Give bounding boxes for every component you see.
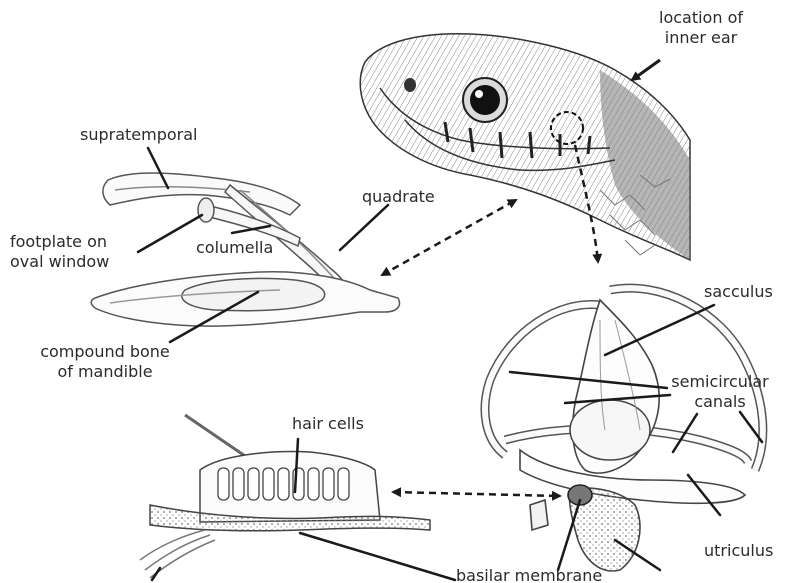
tectorial-dome (199, 450, 381, 523)
columella-label: columella (196, 238, 274, 257)
labial-scales (443, 121, 592, 159)
compound-bone-label: compound bone of mandible (30, 342, 180, 382)
footplate-label-line1: footplate on (10, 232, 108, 251)
jaw-bones (90, 172, 401, 327)
supratemporal-label: supratemporal (80, 125, 198, 144)
nerve-fibers (139, 529, 216, 579)
hair-cell-row (217, 467, 350, 501)
basilar-membrane-label: basilar membrane (456, 566, 603, 583)
basilar-membrane-strip (149, 504, 431, 532)
organ-of-hearing (139, 413, 431, 579)
compound-bone-label-line1: compound bone (40, 342, 170, 361)
footplate-label-line2: oval window (10, 252, 110, 271)
hair-cells-label: hair cells (292, 414, 364, 433)
lagena (568, 487, 641, 572)
quadrate-label: quadrate (362, 187, 435, 206)
utriculus-label: utriculus (704, 541, 774, 560)
compound-bone-label-line2: of mandible (57, 362, 153, 381)
inner-ear (480, 283, 768, 572)
footplate-label: footplate on oval window (10, 232, 109, 272)
columella-bone (204, 204, 301, 248)
head-to-ear-arrow (573, 144, 603, 264)
leader-lines (136, 146, 764, 582)
location-inner-ear-label: location of inner ear (636, 8, 766, 48)
jaw-head-arrow (380, 198, 518, 277)
location-arrow (630, 58, 661, 82)
location-label-line2: inner ear (664, 28, 738, 47)
supratemporal-bone (102, 172, 302, 216)
hair-ear-arrow (391, 487, 562, 501)
snake-head (359, 33, 691, 262)
location-label-line1: location of (659, 8, 743, 27)
snake-nostril (404, 78, 416, 92)
semicircular-label-line2: canals (694, 392, 746, 411)
inner-ear-location-circle (550, 111, 584, 145)
semicircular-canals-label: semicircular canals (660, 372, 780, 412)
sacculus-label: sacculus (704, 282, 773, 301)
semicircular-label-line1: semicircular (671, 372, 769, 391)
footplate (197, 197, 215, 223)
